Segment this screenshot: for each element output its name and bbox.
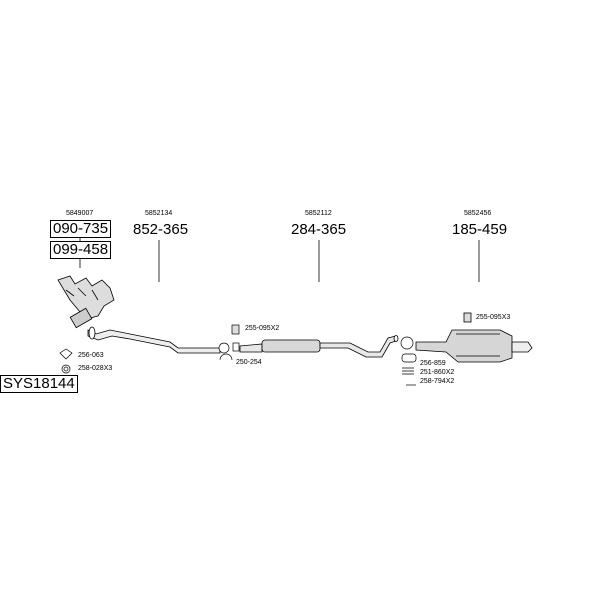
small-part-label[interactable]: 256-063 [78, 352, 104, 359]
small-part-label[interactable]: 256-859 [420, 360, 446, 367]
small-part-label[interactable]: 251-860X2 [420, 369, 455, 376]
system-code-label: SYS18144 [0, 375, 78, 393]
part-number-box[interactable]: 099-458 [50, 241, 112, 259]
small-part-label[interactable]: 250-254 [236, 359, 262, 366]
front-small-parts-icon [59, 348, 73, 374]
ref-number: 5849007 [66, 210, 94, 217]
ref-number: 5852112 [305, 210, 332, 217]
small-part-label[interactable]: 258-794X2 [420, 378, 455, 385]
rear-gasket-icon [400, 336, 417, 386]
small-part-label[interactable]: 255-095X3 [476, 314, 511, 321]
part-number[interactable]: 185-459 [452, 221, 508, 238]
ref-number: 5852456 [464, 210, 492, 217]
small-part-label[interactable]: 255-095X2 [245, 325, 280, 332]
small-part-label[interactable]: 258-028X3 [78, 365, 113, 372]
mid-clamp-icon [218, 324, 240, 361]
middle-silencer-icon [239, 335, 399, 358]
part-number[interactable]: 284-365 [291, 221, 347, 238]
front-pipe-icon [87, 326, 221, 354]
exhaust-manifold-icon [57, 275, 115, 329]
part-number[interactable]: 852-365 [133, 221, 189, 238]
part-number-box[interactable]: 090-735 [50, 220, 112, 238]
rear-silencer-icon [415, 312, 533, 363]
ref-number: 5852134 [145, 210, 173, 217]
